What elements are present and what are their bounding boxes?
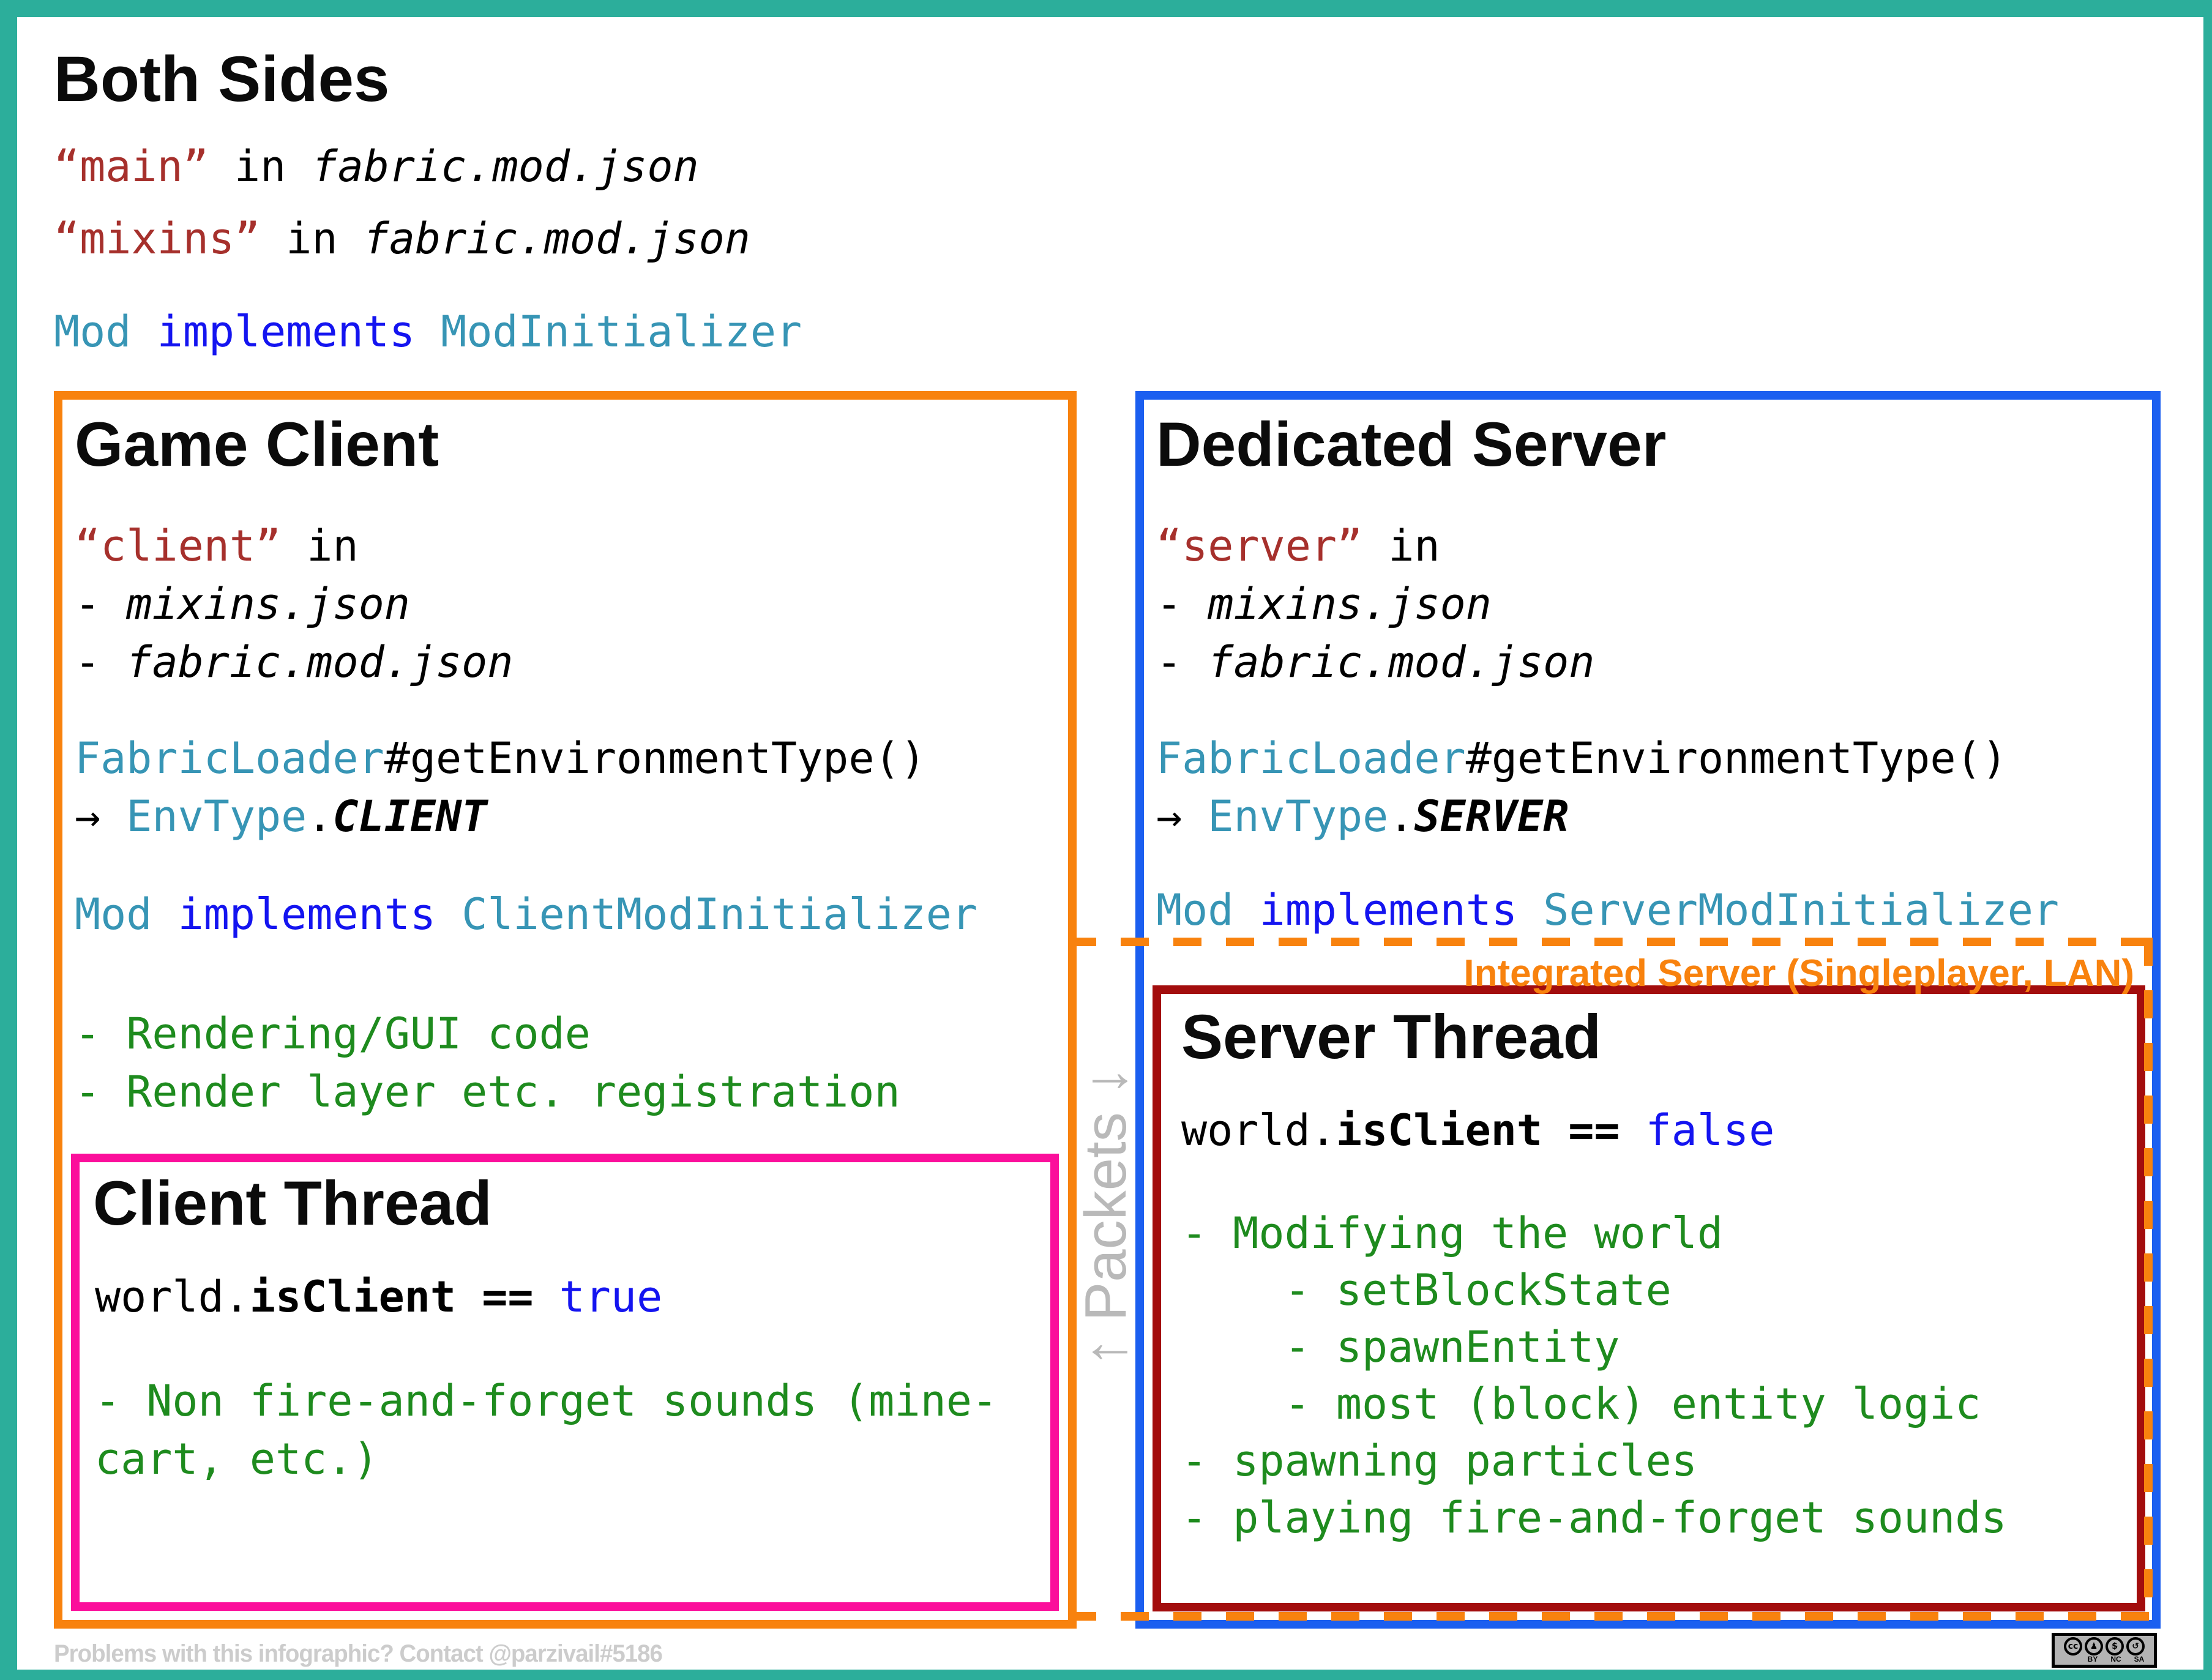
server-thread-isclient-line: world.isClient == false xyxy=(1181,1105,1775,1155)
server-thread-title: Server Thread xyxy=(1181,1002,1602,1072)
game-client-box xyxy=(54,391,1077,1629)
page-title: Both Sides xyxy=(54,43,390,115)
server-thread-note-modifying-world: - Modifying the world xyxy=(1181,1208,1724,1258)
cc-label-spacer xyxy=(2059,1656,2080,1663)
server-thread-box xyxy=(1153,985,2145,1611)
game-client-line-fabric-mod-json: - fabric.mod.json xyxy=(75,637,514,687)
footer-contact-note: Problems with this infographic? Contact … xyxy=(54,1640,663,1667)
intro-code-line-modinitializer: Mod implements ModInitializer xyxy=(54,307,802,357)
game-client-line-envtype-client: → EnvType.CLIENT xyxy=(75,791,488,842)
dedicated-server-box xyxy=(1135,391,2161,1629)
intro-code-line-main: “main” in fabric.mod.json xyxy=(54,141,699,192)
game-client-line-fabricloader: FabricLoader#getEnvironmentType() xyxy=(75,733,926,783)
integrated-server-dashed-border-top xyxy=(1068,938,2153,946)
server-thread-note-spawnentity: - spawnEntity xyxy=(1181,1322,1620,1372)
client-thread-isclient-line: world.isClient == true xyxy=(95,1272,663,1322)
dedicated-server-line-fabric-mod-json: - fabric.mod.json xyxy=(1156,637,1595,687)
cc-license-badge: cc ♟ $ ↺ BY NC SA xyxy=(2052,1633,2157,1668)
cc-label-nc: NC xyxy=(2110,1655,2121,1663)
cc-logo-icon: cc xyxy=(2064,1637,2082,1656)
client-thread-note-line2: cart, etc.) xyxy=(95,1434,379,1484)
game-client-line-clientmodinitializer: Mod implements ClientModInitializer xyxy=(75,889,978,939)
server-thread-note-entity-logic: - most (block) entity logic xyxy=(1181,1379,1981,1429)
page-background xyxy=(17,17,2203,1670)
game-client-line-render-layer: - Render layer etc. registration xyxy=(75,1067,900,1117)
dedicated-server-line-mixins-json: - mixins.json xyxy=(1156,579,1492,629)
client-thread-note-line1: - Non fire-and-forget sounds (mine- xyxy=(95,1376,998,1426)
integrated-server-dashed-border-right xyxy=(2144,938,2153,1621)
cc-license-labels: BY NC SA xyxy=(2059,1656,2150,1663)
integrated-server-label: Integrated Server (Singleplayer, LAN) xyxy=(1463,952,2134,995)
game-client-line-client-in: “client” in xyxy=(75,521,359,571)
server-thread-note-fire-and-forget: - playing fire-and-forget sounds xyxy=(1181,1493,2007,1543)
client-thread-title: Client Thread xyxy=(93,1168,492,1238)
dedicated-server-line-envtype-server: → EnvType.SERVER xyxy=(1156,791,1569,842)
packets-flow-label: ↑ Packets ↓ xyxy=(1073,1066,1138,1367)
server-thread-note-spawning-particles: - spawning particles xyxy=(1181,1436,1697,1486)
game-client-title: Game Client xyxy=(75,409,439,479)
dedicated-server-line-fabricloader: FabricLoader#getEnvironmentType() xyxy=(1156,733,2008,783)
server-thread-note-setblockstate: - setBlockState xyxy=(1181,1265,1672,1315)
dedicated-server-title: Dedicated Server xyxy=(1156,409,1667,479)
integrated-server-dashed-border-bottom xyxy=(1068,1612,2153,1621)
game-client-line-rendering-gui: - Rendering/GUI code xyxy=(75,1009,591,1059)
dedicated-server-line-server-in: “server” in xyxy=(1156,521,1440,571)
cc-license-icons: cc ♟ $ ↺ xyxy=(2064,1637,2145,1656)
intro-code-line-mixins: “mixins” in fabric.mod.json xyxy=(54,214,750,264)
game-client-line-mixins-json: - mixins.json xyxy=(75,579,410,629)
sa-arrow-icon: ↺ xyxy=(2126,1637,2145,1656)
cc-label-sa: SA xyxy=(2134,1655,2145,1663)
nc-dollar-icon: $ xyxy=(2106,1637,2124,1656)
by-person-icon: ♟ xyxy=(2085,1637,2103,1656)
cc-label-by: BY xyxy=(2087,1655,2098,1663)
client-thread-box xyxy=(71,1154,1059,1611)
dedicated-server-line-servermodinitializer: Mod implements ServerModInitializer xyxy=(1156,885,2060,935)
